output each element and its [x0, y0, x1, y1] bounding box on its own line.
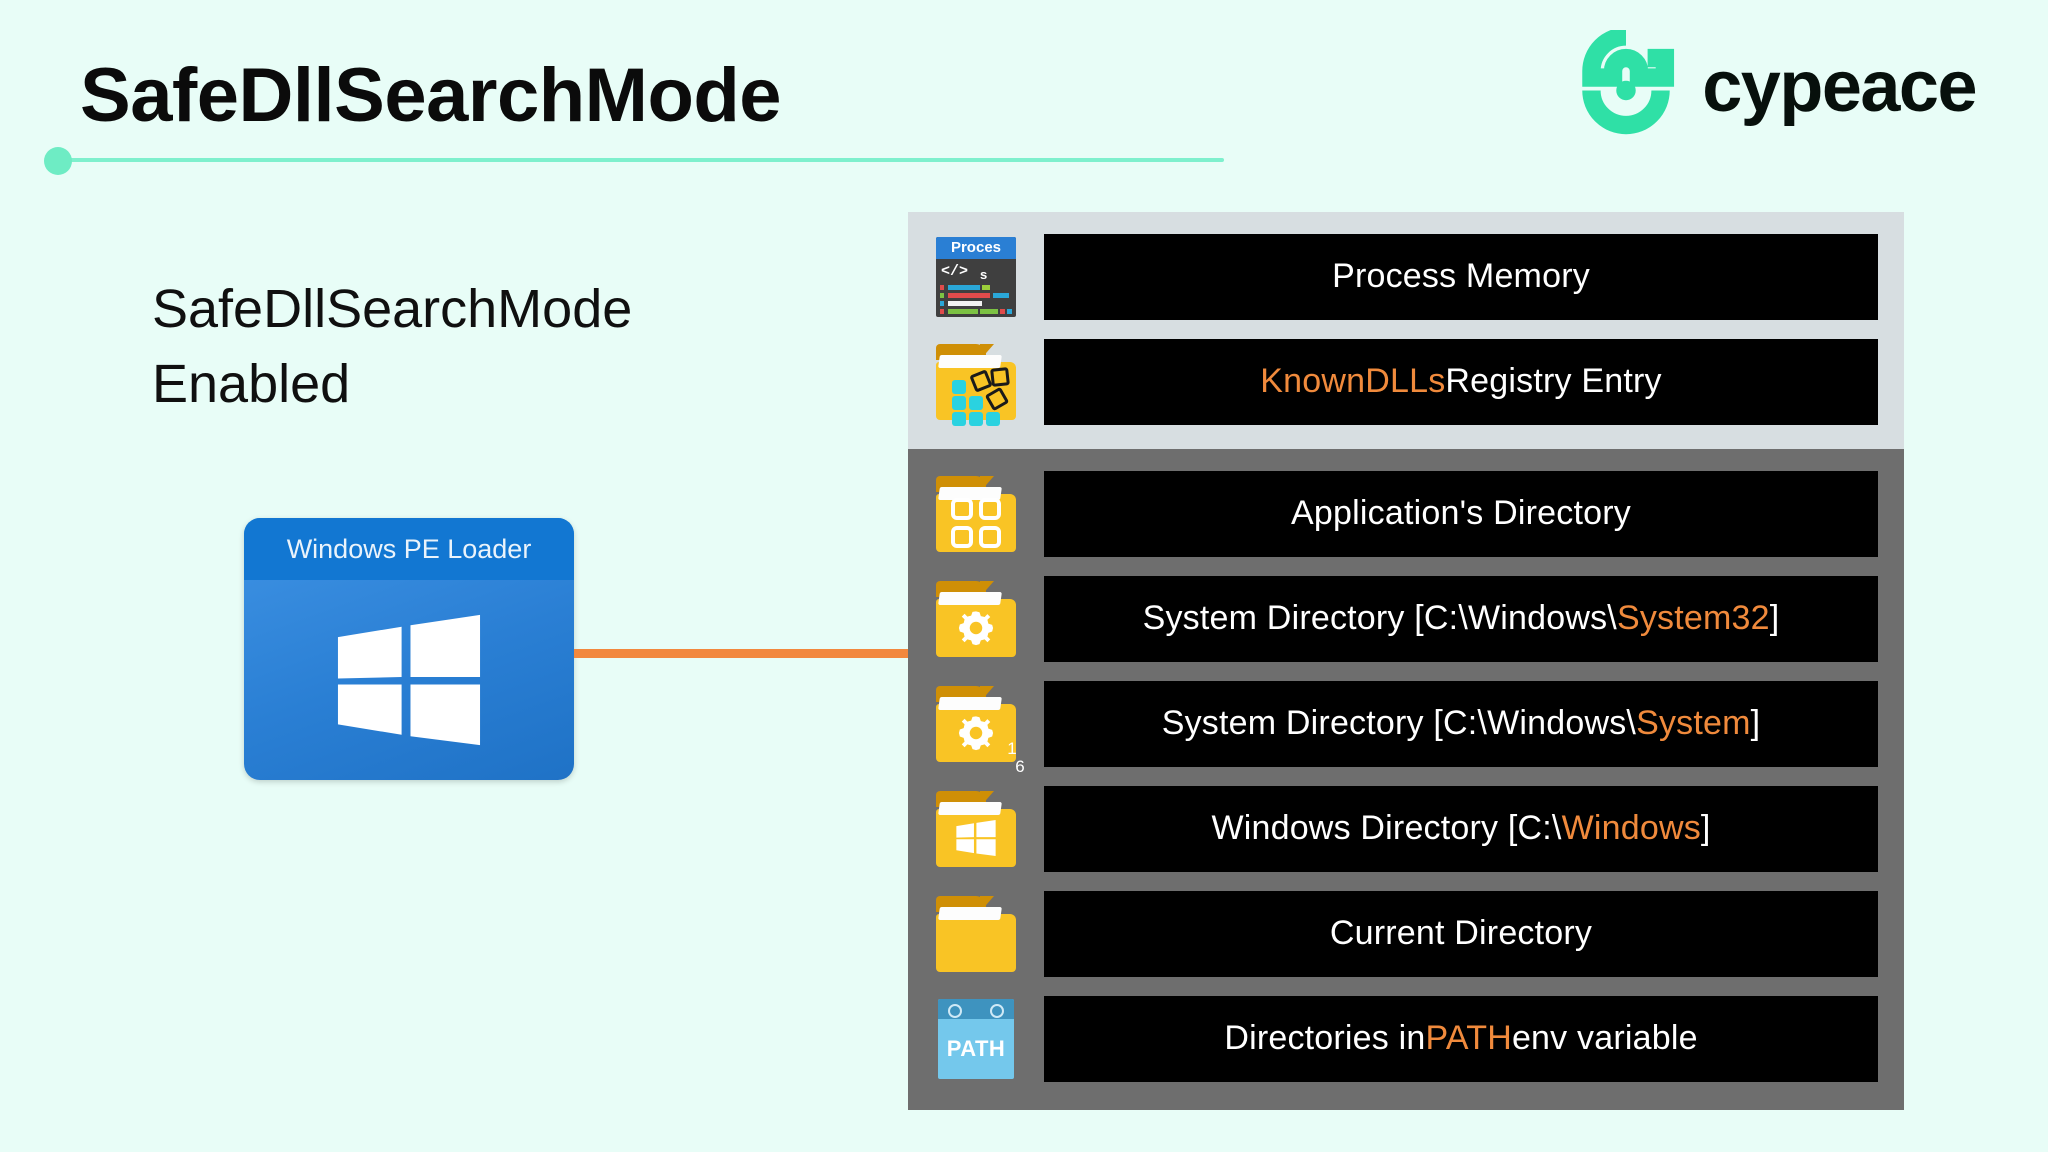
search-order-label: System Directory [C:\Windows\System32] — [1044, 575, 1878, 662]
search-order-label: System Directory [C:\Windows\System] — [1044, 680, 1878, 767]
label-part: env variable — [1511, 1019, 1698, 1057]
process-icon-title: Proces — [936, 236, 1016, 259]
process-icon-title-overflow: s — [980, 266, 988, 282]
search-order-row: Proces </> s — [930, 224, 1878, 329]
system-version-badge-digit-1: 1 — [1007, 738, 1017, 758]
label-part: ] — [1769, 599, 1780, 637]
search-order-row: System Directory [C:\Windows\System32] — [930, 566, 1878, 671]
gear-icon — [958, 610, 994, 645]
standard-search-order: Application's Directory — [908, 449, 1904, 1110]
search-order-label: Windows Directory [C:\Windows] — [1044, 785, 1878, 872]
loader-card-title: Windows PE Loader — [244, 518, 574, 580]
path-icon-label: PATH — [946, 1035, 1006, 1061]
title-rule-dot — [44, 147, 72, 175]
label-part: Current Directory — [1329, 914, 1593, 952]
search-order-row: Current Directory — [930, 881, 1878, 986]
windows-folder-icon — [930, 785, 1022, 873]
code-brackets-icon: </> — [941, 262, 969, 280]
known-dlls-folder-icon — [930, 338, 1022, 426]
search-order-row: Application's Directory — [930, 461, 1878, 566]
windows-logo-icon — [956, 819, 996, 856]
windows-logo-icon — [337, 614, 481, 746]
system-version-badge-digit-6: 6 — [1015, 756, 1025, 776]
label-part: Directories in — [1224, 1019, 1426, 1057]
gear-icon — [958, 715, 994, 750]
label-part: Process Memory — [1332, 257, 1590, 295]
label-part: ] — [1750, 704, 1761, 742]
label-part-highlight: KnownDLLs — [1260, 362, 1446, 400]
label-part: System Directory [C:\Windows\ — [1161, 704, 1637, 742]
title-underline-rule — [68, 158, 1224, 162]
system-folder-gear-icon — [930, 575, 1022, 663]
application-folder-icon — [930, 470, 1022, 558]
cypeace-logo-icon — [1572, 27, 1680, 143]
search-order-label: Application's Directory — [1044, 470, 1878, 557]
search-order-label: Process Memory — [1044, 233, 1878, 320]
windows-pe-loader-card: Windows PE Loader — [244, 518, 574, 780]
loader-to-panel-connector — [574, 649, 910, 658]
search-order-label: Current Directory — [1044, 890, 1878, 977]
system16-folder-gear-icon: 1 6 — [930, 680, 1025, 775]
label-part: ] — [1700, 809, 1711, 847]
label-part-highlight: System — [1636, 704, 1751, 742]
search-order-label: KnownDLLs Registry Entry — [1044, 338, 1878, 425]
search-order-row: Windows Directory [C:\Windows] — [930, 776, 1878, 881]
label-part: Application's Directory — [1291, 494, 1631, 532]
label-part-highlight: Windows — [1561, 809, 1701, 847]
search-order-row: KnownDLLs Registry Entry — [930, 329, 1878, 434]
path-variable-icon: PATH — [930, 995, 1022, 1083]
label-part-highlight: PATH — [1425, 1019, 1512, 1057]
brand-logo: cypeace — [1572, 27, 1977, 143]
slide-caption: SafeDllSearchMode Enabled — [152, 279, 633, 414]
search-order-row: 1 6 System Directory [C:\Windows\System] — [930, 671, 1878, 776]
page-title: SafeDllSearchMode — [80, 53, 782, 138]
current-folder-icon — [930, 890, 1022, 978]
process-memory-window-icon: Proces </> s — [930, 233, 1022, 321]
label-part: System Directory [C:\Windows\ — [1142, 599, 1617, 637]
four-squares-glyph — [951, 497, 1001, 548]
loader-card-body — [244, 580, 574, 780]
label-part: Windows Directory [C:\ — [1211, 809, 1562, 847]
label-part-highlight: System32 — [1616, 599, 1770, 637]
search-order-label: Directories in PATH env variable — [1044, 995, 1878, 1082]
dll-search-order-panel: Proces </> s — [908, 212, 1904, 1110]
secure-search-locations: Proces </> s — [908, 212, 1904, 449]
label-part: Registry Entry — [1445, 362, 1662, 400]
search-order-row: PATH Directories in PATH env variable — [930, 986, 1878, 1091]
brand-wordmark: cypeace — [1702, 46, 1977, 127]
